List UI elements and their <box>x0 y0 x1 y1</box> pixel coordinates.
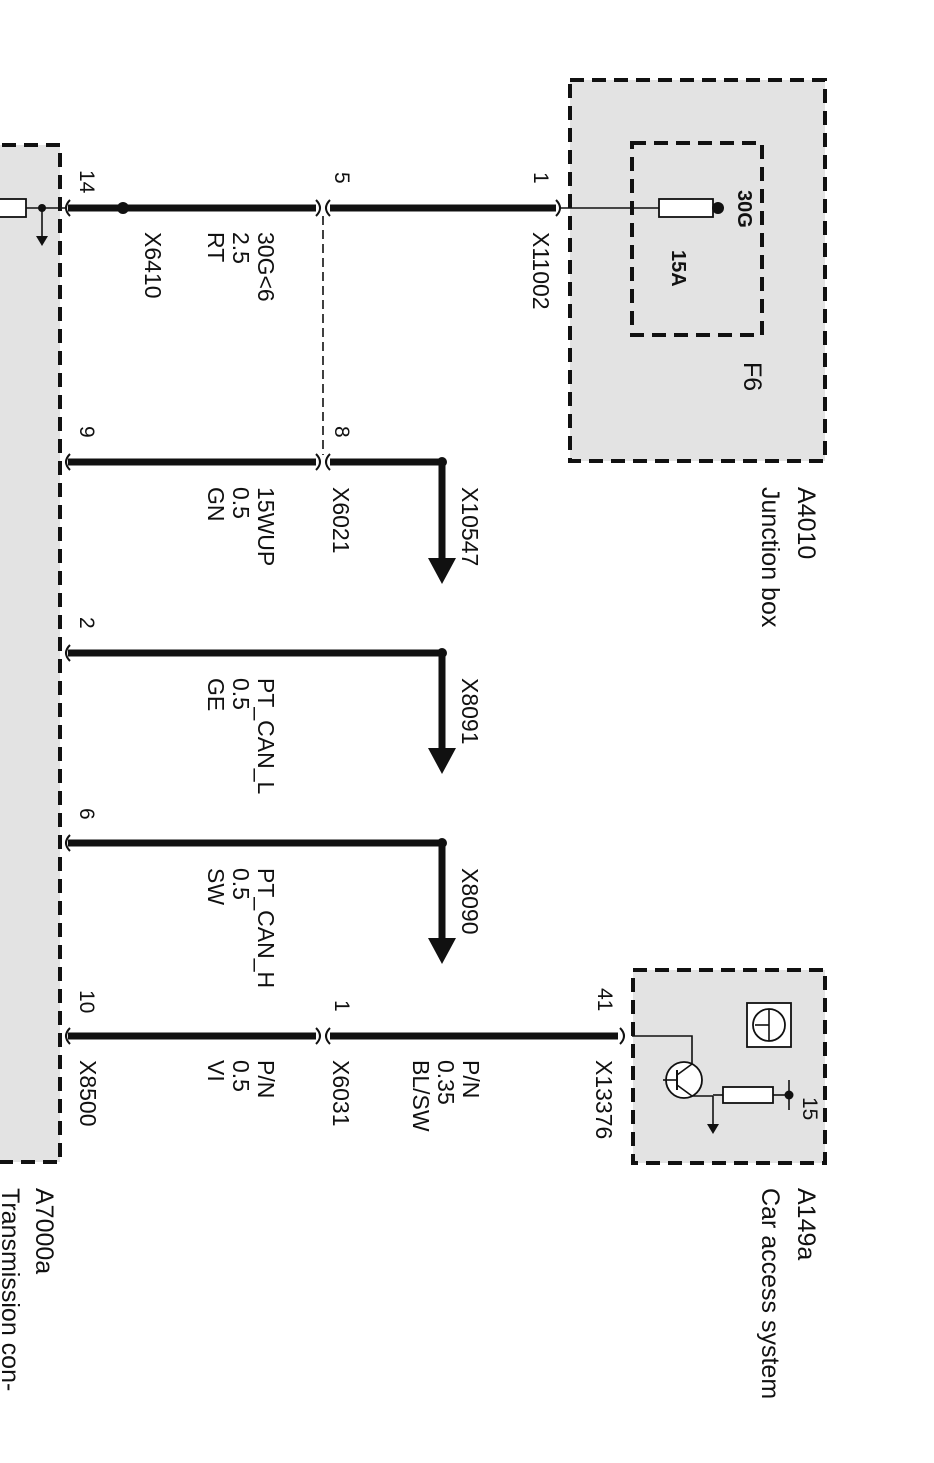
wire-size: 0.5 <box>228 678 254 710</box>
wire-color: SW <box>203 868 229 905</box>
wire-size: 2.5 <box>228 232 254 264</box>
wire-30G-lt6 <box>68 202 556 214</box>
fuse-rating: 15A <box>667 250 689 287</box>
arrow-down-icon <box>428 748 456 774</box>
transmission-name: Transmission con- <box>0 1188 24 1391</box>
pin-number: 10 <box>75 990 98 1013</box>
wire-circuit: P/N <box>253 1060 279 1098</box>
pin-number: 6 <box>75 808 98 820</box>
transmission-ref: A7000a <box>30 1188 58 1274</box>
connector-label: X11002 <box>528 232 554 310</box>
junction-box-name: Junction box <box>756 487 784 628</box>
pin-number: 2 <box>75 617 98 629</box>
wire-PT-CAN-H <box>68 838 456 964</box>
wire-circuit: PT_CAN_H <box>253 868 279 988</box>
pin-number: 1 <box>529 172 552 184</box>
junction-box-ref: A4010 <box>792 487 820 559</box>
wire-circuit: 30G<6 <box>253 232 279 302</box>
pin-number: 5 <box>330 172 353 184</box>
pin-number: 9 <box>75 426 98 438</box>
fuse-terminal: 30G <box>733 190 755 228</box>
connector-label: X6031 <box>328 1060 354 1127</box>
pin-number: 41 <box>593 988 616 1011</box>
resistor-symbol <box>722 1086 774 1104</box>
connector-pin-marks <box>65 199 625 1045</box>
arrow-down-icon <box>428 938 456 964</box>
wire-size: 0.5 <box>228 868 254 900</box>
wire-color: GN <box>203 487 229 522</box>
wire-circuit: P/N <box>458 1060 484 1098</box>
wire-color: GE <box>203 678 229 711</box>
car-access-box-A149a <box>631 968 827 1165</box>
wire-15WUP <box>68 457 456 584</box>
fuse-ref: F6 <box>738 362 766 391</box>
wire-color: VI <box>203 1060 229 1082</box>
splice-label: X10547 <box>457 487 483 566</box>
arrow-down-icon <box>428 558 456 584</box>
pin-number: 14 <box>75 170 98 194</box>
connector-label: X8500 <box>75 1060 101 1127</box>
splice-label: X8091 <box>457 678 483 745</box>
wire-size: 0.35 <box>433 1060 459 1105</box>
wire-color: BL/SW <box>408 1060 434 1132</box>
fuse-holder-F6 <box>630 141 764 337</box>
junction-box-A4010 <box>560 78 827 463</box>
transmission-control-box-A7000a <box>0 143 66 1164</box>
wire-circuit: PT_CAN_L <box>253 678 279 795</box>
wire-color: RT <box>203 232 229 262</box>
wire-circuit: 15WUP <box>253 487 279 566</box>
wire-size: 0.5 <box>228 487 254 519</box>
connector-label: X13376 <box>591 1060 617 1139</box>
connector-label: X6410 <box>140 232 166 299</box>
car-access-terminal: 15 <box>798 1097 821 1120</box>
car-access-name: Car access system <box>756 1188 784 1399</box>
transistor-icon <box>632 1035 713 1099</box>
pin-number: 1 <box>330 1000 353 1012</box>
splice-label: X8090 <box>457 868 483 935</box>
wire-PT-CAN-L <box>68 648 456 774</box>
wire-size: 0.5 <box>228 1060 254 1092</box>
pin-number: 8 <box>330 426 353 438</box>
connector-label: X6021 <box>328 487 354 554</box>
fuse-symbol <box>658 198 714 218</box>
car-access-ref: A149a <box>792 1188 820 1260</box>
